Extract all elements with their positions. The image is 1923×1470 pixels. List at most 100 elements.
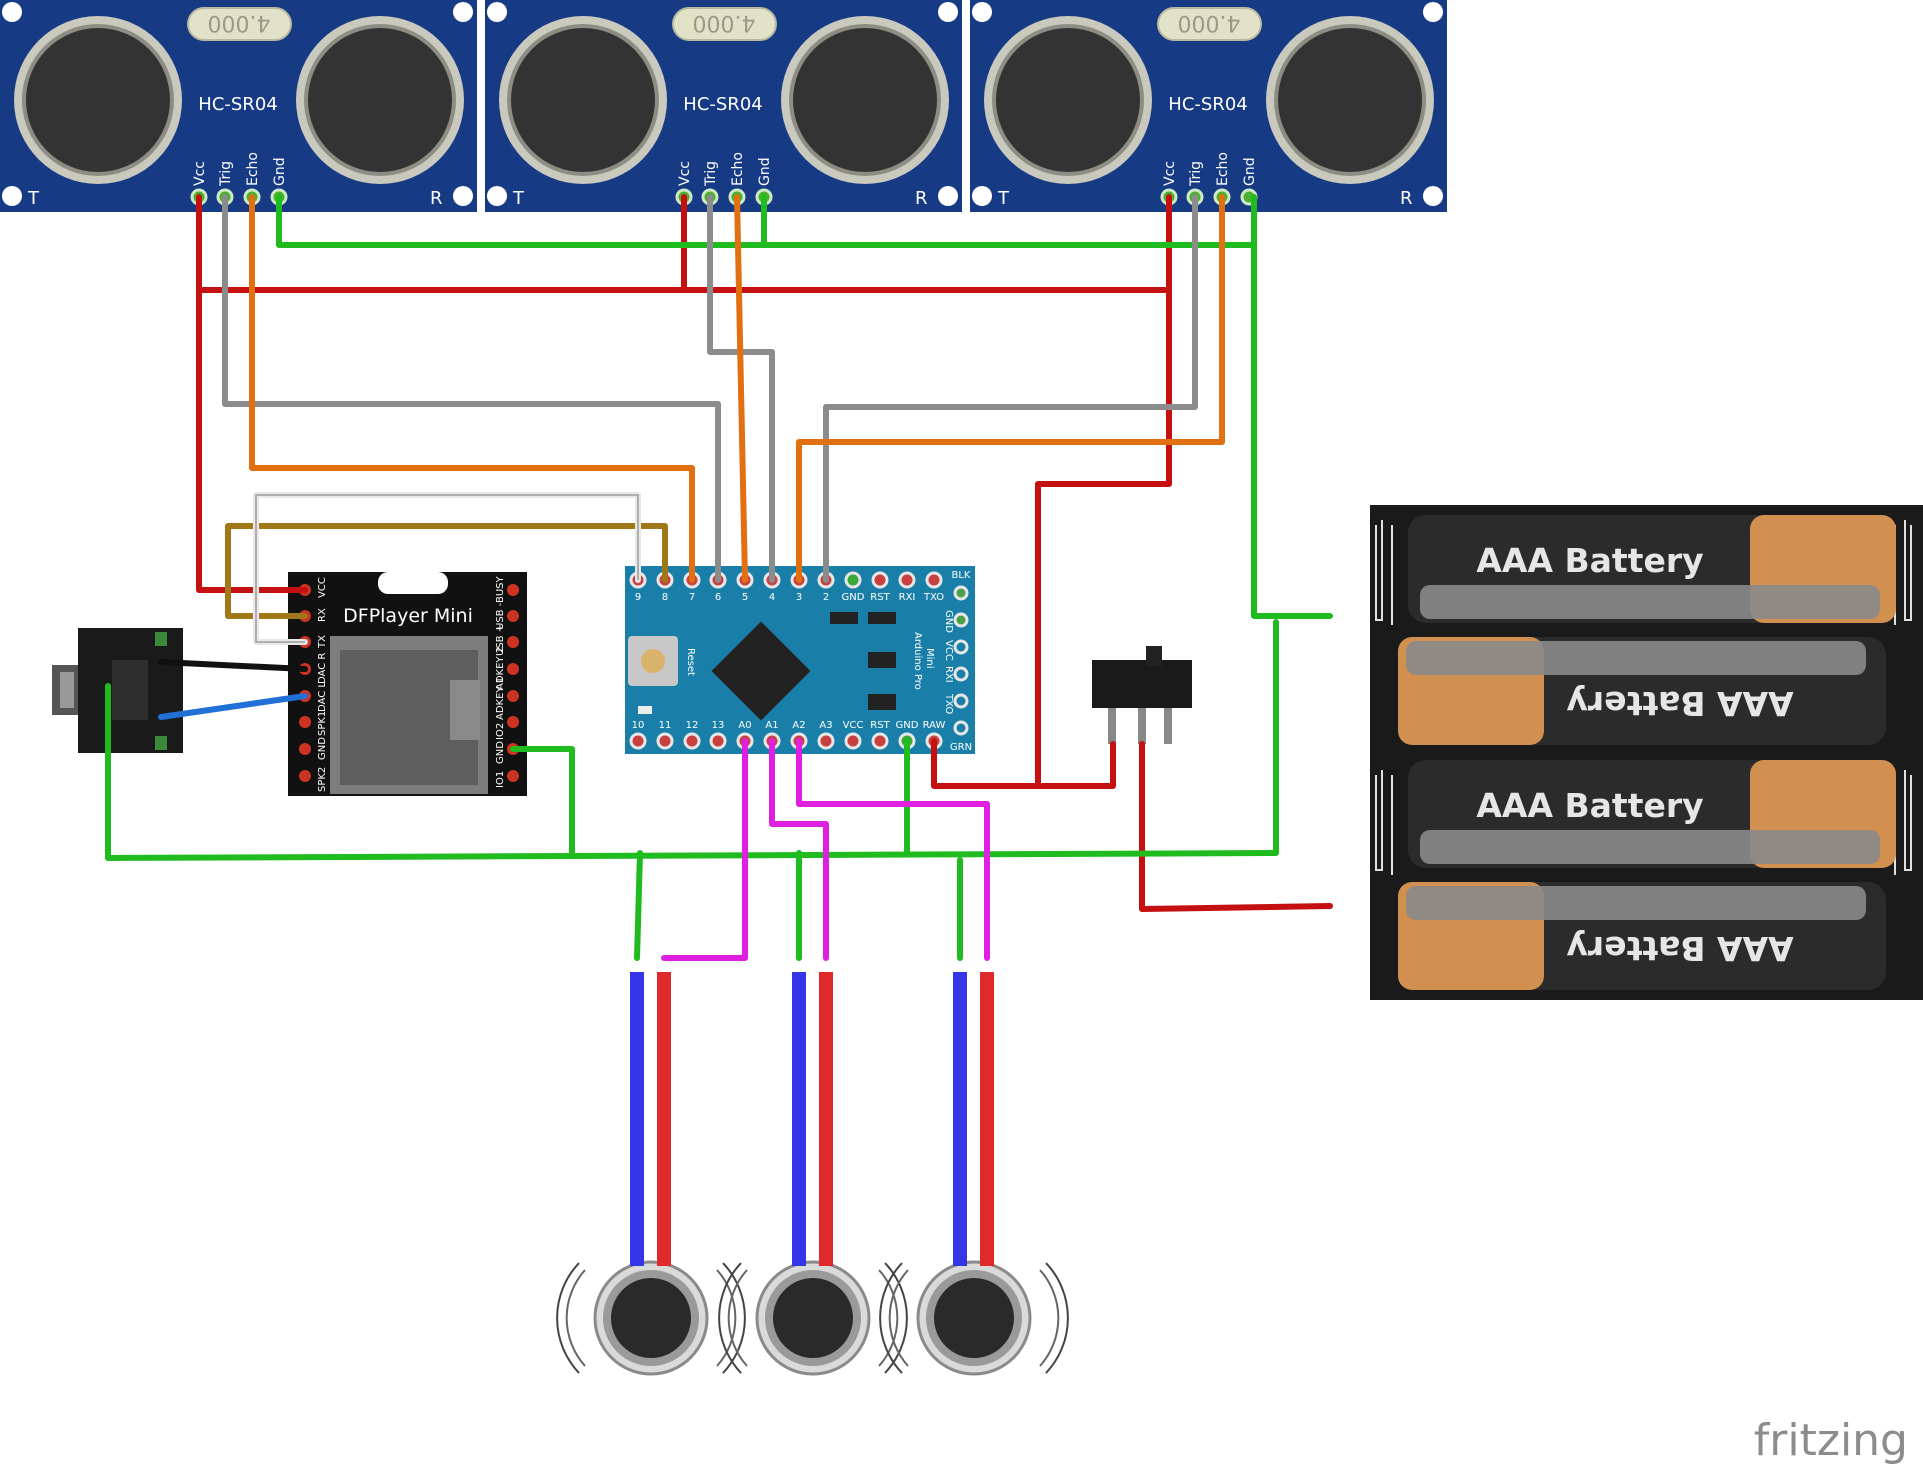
pin-label-raw: RAW [923,720,946,731]
wire-switch-battery [1139,741,1333,912]
battery-cell-4: AAA Battery [1398,882,1886,990]
motor-leads [630,972,994,1266]
pin-label-vcc: Vcc [1162,161,1178,186]
pin-label-echo: Echo [730,152,746,186]
df-pin-adkey2: ADKEY 2 [495,647,506,690]
vibration-motor-3 [878,1260,1070,1376]
pin-label-11: 11 [659,720,672,731]
df-pin-gnd-r: GND [495,741,506,764]
pin-label-txo-side: TXO [943,693,954,714]
wire-signal-motor2 [769,738,829,961]
df-pin-io2: IO2 [495,723,506,740]
transmitter-label: T [512,188,525,209]
board-name-line1: Arduino Pro [912,632,923,690]
pin-label-a0: A0 [738,720,751,731]
sensor-model-label: HC-SR04 [1168,94,1247,115]
wire-gnd-bus-top [276,194,1257,248]
pin-label-echo: Echo [245,152,261,186]
battery-label: AAA Battery [1566,929,1793,968]
transmitter-label: T [997,188,1010,209]
df-pin-io1: IO1 [495,771,506,788]
df-pin-vcc: VCC [317,577,328,598]
pin-label-9: 9 [635,592,641,603]
pin-label-txo-top: TXO [923,592,944,603]
pin-label-gnd: Gnd [272,157,288,186]
df-pin-spk2: SPK2 [317,767,328,792]
pin-label-rst-top: RST [870,592,890,603]
pin-label-8: 8 [662,592,668,603]
pin-label-rxi-top: RXI [899,592,916,603]
wire-signal-motor3 [796,738,990,961]
pin-label-gnd: Gnd [1242,157,1258,186]
battery-cell-1: AAA Battery [1408,515,1896,623]
transmitter-label: T [27,188,40,209]
pin-label-gnd-bottom: GND [896,720,919,731]
sensor-model-label: HC-SR04 [198,94,277,115]
pin-label-echo: Echo [1215,152,1231,186]
pin-label-a3: A3 [819,720,832,731]
pin-label-gnd: Gnd [757,157,773,186]
pin-label-vcc-side: VCC [943,640,954,661]
crystal-label: 4.000 [693,10,756,35]
pin-label-rst-bottom: RST [870,720,890,731]
pin-label-a2: A2 [792,720,805,731]
pin-label-trig: Trig [703,161,719,187]
pin-label-trig: Trig [1188,161,1204,187]
receiver-label: R [430,188,443,209]
pin-label-3: 3 [796,592,802,603]
pin-label-grn: GRN [950,742,972,753]
pin-label-gnd-side: GND [943,610,954,633]
vibration-motor-2 [717,1260,909,1376]
battery-label: AAA Battery [1566,684,1793,723]
pin-label-4: 4 [769,592,775,603]
pin-label-vcc-bottom: VCC [843,720,864,731]
wire-trig-sensor1 [222,194,721,583]
battery-label: AAA Battery [1476,786,1703,825]
ultrasonic-sensor-3: 4.000 HC-SR04 T R Vcc Trig Echo Gnd [968,0,1449,214]
audio-jack [52,628,183,753]
dfplayer-title: DFPlayer Mini [343,605,473,627]
pin-label-2: 2 [823,592,829,603]
crystal-label: 4.000 [208,10,271,35]
pin-label-rxi-side: RXI [943,666,954,683]
wire-audio-left [158,693,308,720]
wires [105,194,1333,961]
battery-pack: AAA Battery AAA Battery AAA Battery AAA … [1370,505,1923,1000]
dfplayer-mini: DFPlayer Mini VCC RX TX DAC R DAC L SPK1… [288,572,527,796]
wire-audio-right [158,659,308,672]
dfplayer-right-pins: BUSY USB - USB + ADKEY 2 ADKEY 1 IO2 GND… [495,575,519,788]
board-name-line2: Mini [924,648,935,669]
pin-label-vcc: Vcc [192,161,208,186]
wire-signal-motor1 [661,738,748,961]
df-pin-rx: RX [317,608,328,622]
wire-gnd-dfplayer [510,746,575,856]
pin-label-gnd-top: GND [842,592,865,603]
wire-raw-switch [931,738,1041,789]
pin-label-blk: BLK [952,570,971,581]
pin-label-vcc: Vcc [677,161,693,186]
receiver-label: R [915,188,928,209]
wire-echo-sensor1 [249,194,695,583]
wire-vcc-sensor3 [1035,194,1172,789]
df-pin-usb-plus: USB + [495,624,506,656]
reset-label: Reset [685,648,696,676]
wire-gnd-main [105,619,1279,861]
battery-cell-2: AAA Battery [1398,637,1886,745]
wire-gnd-motor1 [634,850,643,961]
receiver-label: R [1400,188,1413,209]
df-pin-dac-l: DAC L [317,682,328,712]
pin-label-10: 10 [632,720,645,731]
wire-gnd-sensor3 [1251,194,1333,619]
crystal-label: 4.000 [1178,10,1241,35]
df-pin-spk1: SPK1 [317,711,328,736]
wire-vcc-sensor1 [196,194,308,593]
battery-cell-3: AAA Battery [1408,760,1896,868]
pin-label-6: 6 [715,592,721,603]
pin-label-13: 13 [712,720,725,731]
ultrasonic-sensor-2: 4.000 HC-SR04 T R Vcc Trig Echo Gnd [483,0,964,214]
df-pin-tx: TX [317,635,328,649]
pin-label-trig: Trig [218,161,234,187]
vibration-motor-1 [555,1260,747,1376]
pin-label-7: 7 [689,592,695,603]
